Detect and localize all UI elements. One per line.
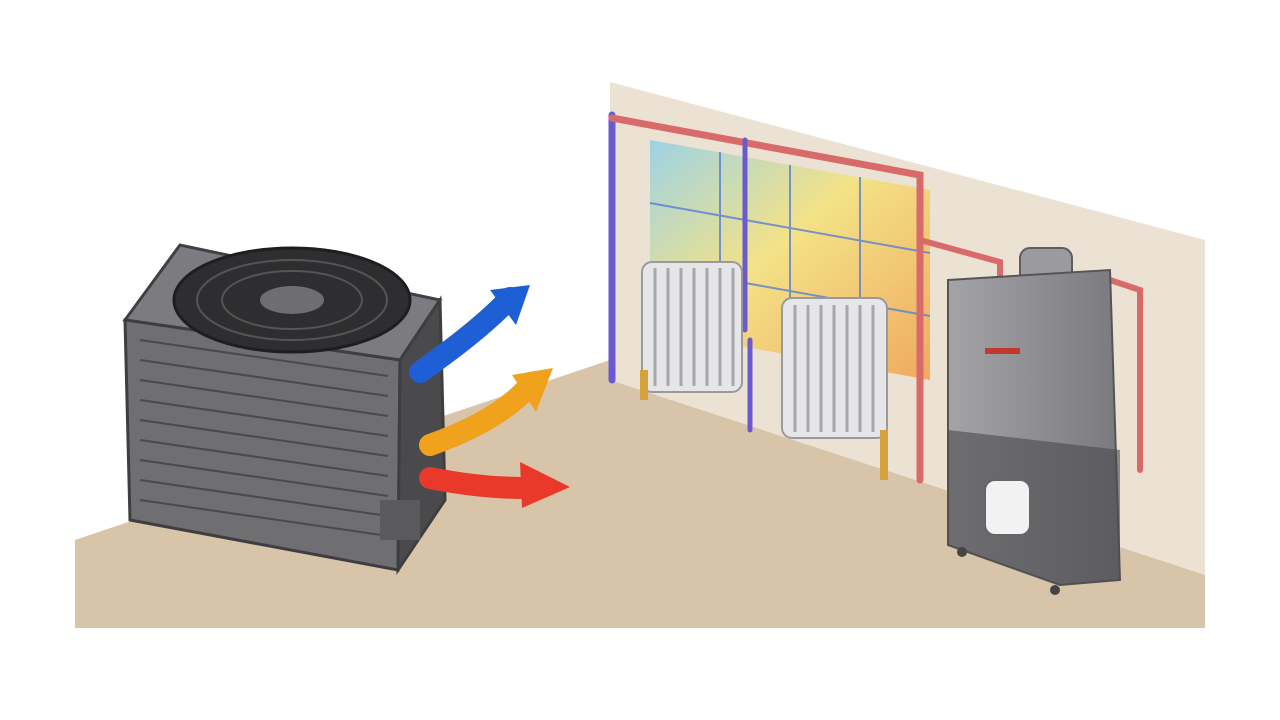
boiler [947, 247, 1122, 595]
airflow-arrow-orange [419, 368, 553, 456]
airflow-arrow-red [419, 462, 570, 508]
radiator [640, 261, 743, 400]
airflow-arrow-blue [409, 285, 530, 383]
heat-pump-unit [122, 243, 447, 575]
radiator [781, 297, 888, 480]
